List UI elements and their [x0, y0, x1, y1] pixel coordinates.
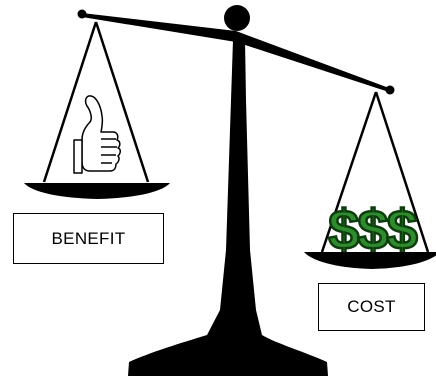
beam-right-end: [385, 85, 395, 95]
cost-label: COST: [347, 297, 396, 316]
left-pan-string: [42, 21, 98, 183]
scale-beam: [82, 13, 389, 92]
dollar-signs-icon: $$$: [328, 198, 417, 261]
left-pan-string: [94, 21, 150, 183]
right-pan-string: [374, 91, 430, 253]
thumbs-up-icon: [73, 95, 121, 174]
right-pan: [304, 252, 436, 269]
beam-left-end: [77, 9, 87, 19]
scale-top-knob: [224, 5, 250, 31]
left-pan: [24, 183, 170, 199]
scale-base: [128, 40, 328, 376]
benefit-label-box: BENEFIT: [13, 213, 164, 264]
cost-label-box: COST: [318, 283, 425, 331]
benefit-label: BENEFIT: [51, 228, 126, 248]
right-pan-string: [320, 91, 378, 253]
